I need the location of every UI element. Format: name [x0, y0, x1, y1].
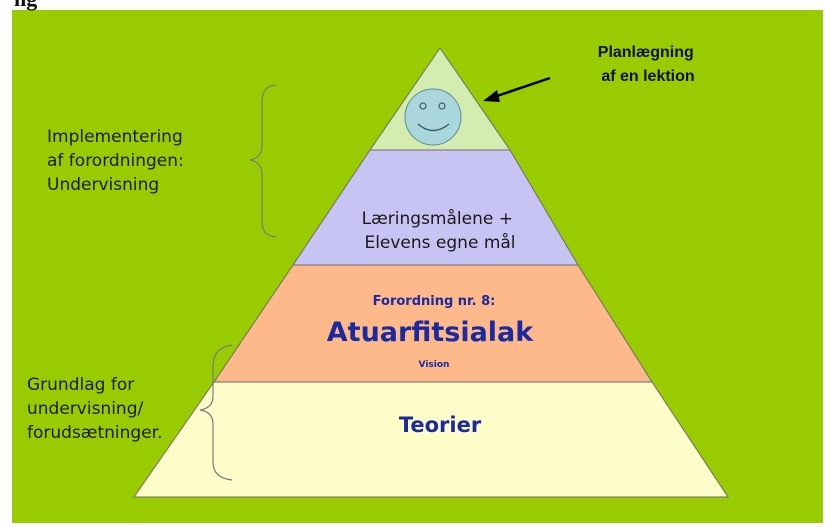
lower-label-line-1: Grundlag for [27, 375, 134, 395]
level-3-caption: Vision [419, 360, 450, 370]
level-2-line-1: Læringsmålene + [362, 208, 513, 229]
lower-brace [199, 344, 233, 481]
level-2-line-2: Elevens egne mål [364, 232, 515, 253]
lower-label-line-3: forudsætninger. [27, 423, 163, 443]
smiley-face-icon [404, 88, 462, 146]
upper-label-line-2: af forordningen: [47, 151, 184, 171]
pyramid-base [133, 381, 729, 498]
svg-text:Planlægning af en lektio: Planlægning af en lektion [598, 44, 698, 85]
upper-label-line-3: Undervisning [47, 175, 159, 195]
svg-text:Læringsmålene + Elevens: Læringsmålene + Elevens egne mål [362, 208, 519, 253]
header-fragment: ng [14, 0, 37, 12]
upper-brace [249, 84, 277, 238]
level-3-subtitle: Forordning nr. 8: [373, 294, 496, 309]
lower-label-line-2: undervisning/ [27, 399, 143, 419]
svg-text:Implementering af forord: Implementering af forordningen: Undervis… [47, 127, 189, 195]
svg-text:Grundlag for undervisnin: Grundlag for undervisning/ forudsætninge… [27, 375, 163, 443]
callout-line-2: af en lektion [601, 68, 694, 85]
level-3-title: Atuarfitsialak [327, 317, 534, 348]
callout-line-1: Planlægning [598, 44, 694, 61]
base-label: Teorier [399, 413, 482, 437]
callout-arrow [483, 76, 551, 102]
upper-label-line-1: Implementering [47, 127, 183, 147]
